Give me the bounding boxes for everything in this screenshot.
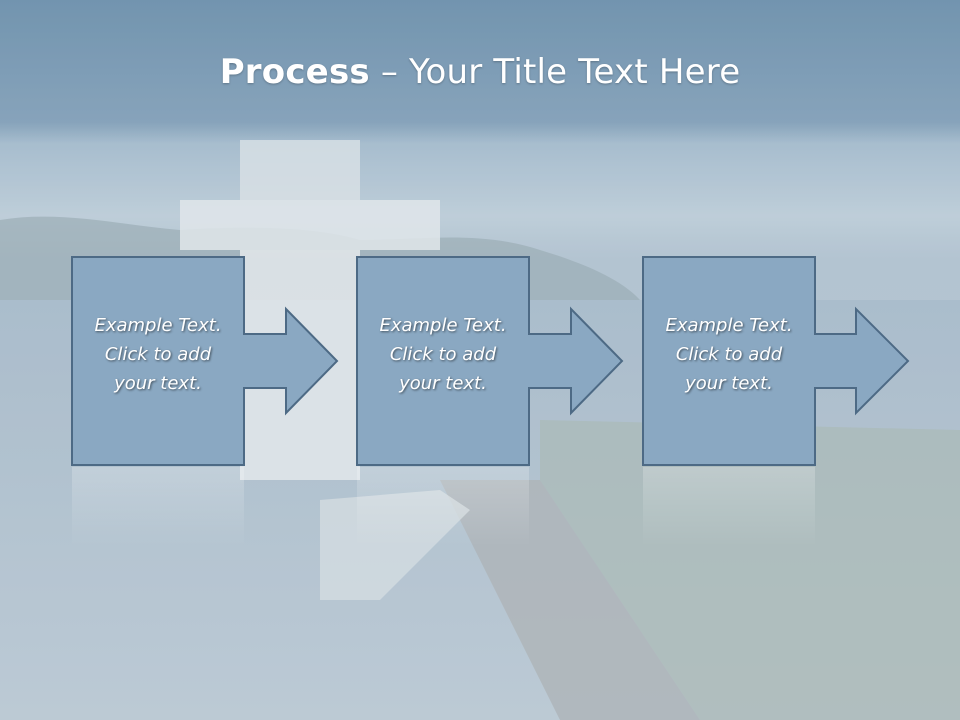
- step-2-reflection: [357, 467, 529, 547]
- step-1-text[interactable]: Example Text. Click to add your text.: [94, 315, 222, 394]
- step-3-reflection: [643, 467, 815, 547]
- step-2-box[interactable]: [356, 256, 530, 466]
- step-1-reflection: [72, 467, 244, 547]
- step-1-arrow[interactable]: [244, 306, 339, 416]
- title-rest: – Your Title Text Here: [369, 52, 741, 92]
- title-bold: Process: [219, 52, 370, 92]
- slide-title[interactable]: Process – Your Title Text Here: [0, 52, 960, 92]
- step-1-box[interactable]: [71, 256, 245, 466]
- step-2-arrow[interactable]: [529, 306, 624, 416]
- step-2-text[interactable]: Example Text. Click to add your text.: [379, 315, 507, 394]
- step-3-text[interactable]: Example Text. Click to add your text.: [665, 315, 793, 394]
- step-3-arrow[interactable]: [815, 306, 910, 416]
